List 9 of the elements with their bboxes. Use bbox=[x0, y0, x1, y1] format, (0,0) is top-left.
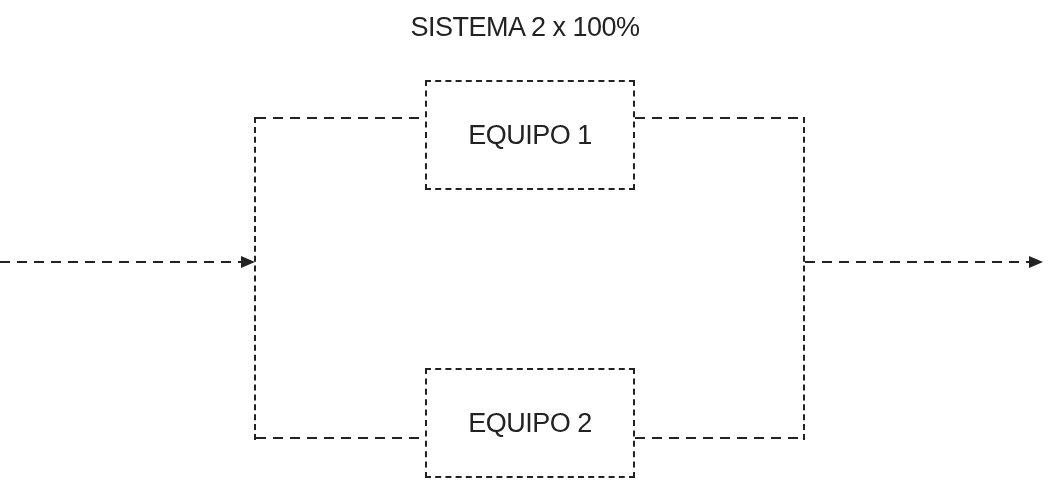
box-label: EQUIPO 2 bbox=[468, 407, 592, 439]
equipment-box bbox=[425, 80, 635, 190]
arrow bbox=[0, 256, 255, 268]
junction-line bbox=[254, 117, 256, 440]
junction-line bbox=[803, 117, 805, 440]
diagram-title: SISTEMA 2 x 100% bbox=[410, 12, 640, 42]
equipment-box bbox=[425, 368, 635, 478]
arrow bbox=[804, 256, 1043, 268]
box-label: EQUIPO 1 bbox=[468, 119, 592, 151]
